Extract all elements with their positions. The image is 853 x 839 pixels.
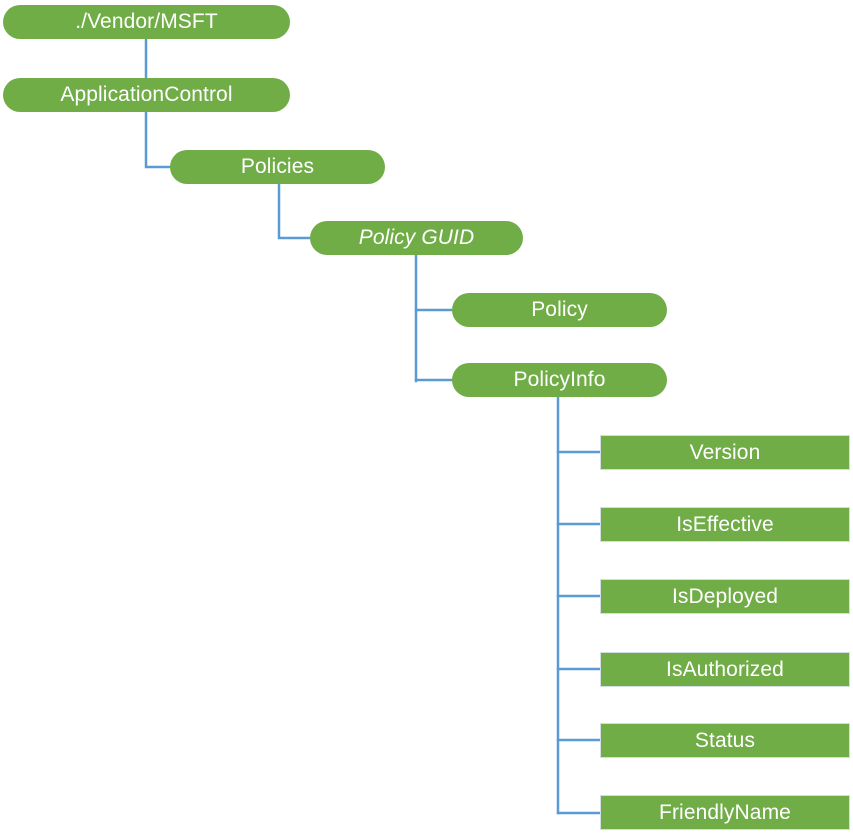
node-label-application-control: ApplicationControl	[60, 83, 233, 107]
node-is-effective[interactable]: IsEffective	[600, 507, 850, 542]
node-status[interactable]: Status	[600, 723, 850, 758]
node-label-vendor-msft: ./Vendor/MSFT	[75, 10, 218, 34]
node-label-version: Version	[689, 440, 761, 464]
node-label-friendly-name: FriendlyName	[659, 800, 791, 824]
node-vendor-msft[interactable]: ./Vendor/MSFT	[3, 5, 290, 39]
node-label-policy: Policy	[531, 298, 588, 322]
node-version[interactable]: Version	[600, 435, 850, 470]
node-label-policy-info: PolicyInfo	[513, 368, 606, 392]
node-label-is-deployed: IsDeployed	[671, 584, 779, 608]
node-policy-guid[interactable]: Policy GUID	[310, 221, 523, 255]
edge-appcontrol-to-policies	[144, 110, 174, 169]
node-label-policy-guid: Policy GUID	[358, 226, 475, 250]
node-is-authorized[interactable]: IsAuthorized	[600, 652, 850, 687]
node-is-deployed[interactable]: IsDeployed	[600, 579, 850, 614]
edge-policies-to-policyguid	[277, 182, 314, 240]
node-application-control[interactable]: ApplicationControl	[3, 78, 290, 112]
node-policies[interactable]: Policies	[170, 150, 385, 184]
node-friendly-name[interactable]: FriendlyName	[600, 795, 850, 830]
node-label-status: Status	[694, 728, 756, 752]
node-label-policies: Policies	[240, 155, 315, 179]
node-policy[interactable]: Policy	[452, 293, 667, 327]
node-label-is-authorized: IsAuthorized	[666, 657, 784, 681]
node-label-is-effective: IsEffective	[676, 512, 774, 536]
node-policy-info[interactable]: PolicyInfo	[452, 363, 667, 397]
